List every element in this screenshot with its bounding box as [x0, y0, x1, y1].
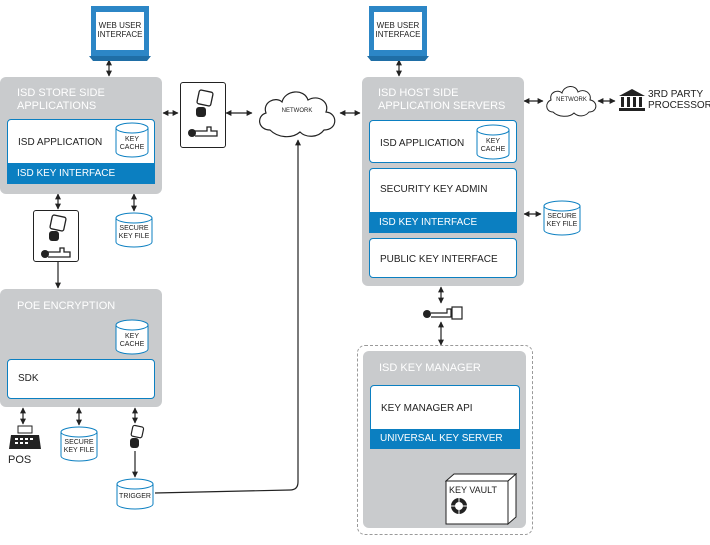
- key-lock-icon: [188, 89, 218, 137]
- key-cache-host: KEY CACHE: [475, 124, 511, 160]
- key-card-store-poe: [33, 210, 79, 262]
- web-ui-monitor-store: WEB USER INTERFACE: [89, 4, 151, 62]
- database-icon: [60, 426, 98, 462]
- secure-key-file-store: SECURE KEY FILE: [114, 212, 154, 248]
- network-cloud-center: NETWORK: [252, 82, 342, 142]
- database-icon: [476, 124, 510, 160]
- third-party-processor-label: 3RD PARTY PROCESSOR: [648, 89, 710, 111]
- cloud-icon: [259, 91, 336, 138]
- key-vault-label: KEY VAULT: [449, 485, 498, 495]
- isd-key-interface-bar-store: ISD KEY INTERFACE: [7, 163, 155, 184]
- key-icon: [423, 306, 463, 320]
- trigger-label: TRIGGER: [119, 493, 151, 500]
- key-cache-label-host: KEY CACHE: [480, 138, 506, 153]
- key-card-store-network: [180, 82, 226, 148]
- database-icon: [115, 122, 149, 158]
- cloud-icon: [546, 86, 597, 117]
- secure-key-file-label-poe: SECURE KEY FILE: [63, 439, 95, 454]
- store-side-panel: ISD STORE SIDE APPLICATIONS ISD APPLICAT…: [0, 77, 162, 194]
- sdk-label: SDK: [18, 373, 39, 384]
- poe-encryption-panel: POE ENCRYPTION KEY CACHE SDK: [0, 289, 162, 407]
- pos-terminal-icon: [9, 425, 41, 449]
- key-manager-title: ISD KEY MANAGER: [379, 362, 481, 374]
- bank-icon: [619, 89, 645, 111]
- network-cloud-right: NETWORK: [543, 80, 600, 120]
- host-side-title: ISD HOST SIDE APPLICATION SERVERS: [378, 87, 506, 112]
- key-cache-label-store: KEY CACHE: [119, 136, 145, 151]
- database-icon: [115, 319, 149, 355]
- universal-key-server-bar: UNIVERSAL KEY SERVER: [370, 429, 520, 449]
- key-cache-store: KEY CACHE: [114, 122, 150, 158]
- key-icon: [130, 424, 145, 448]
- store-side-title: ISD STORE SIDE APPLICATIONS: [17, 87, 105, 112]
- isd-application-label-store: ISD APPLICATION: [18, 137, 103, 148]
- public-key-interface-label: PUBLIC KEY INTERFACE: [380, 254, 498, 265]
- database-icon: [116, 478, 154, 510]
- key-manager-panel: ISD KEY MANAGER KEY MANAGER API UNIVERSA…: [363, 351, 526, 528]
- trigger-db: TRIGGER: [115, 478, 155, 510]
- key-cache-label-poe: KEY CACHE: [119, 333, 145, 348]
- safe-icon: [444, 472, 518, 526]
- key-cache-poe: KEY CACHE: [114, 319, 150, 355]
- network-label-right: NETWORK: [556, 97, 587, 103]
- monitor-icon: [367, 6, 429, 61]
- web-ui-monitor-host: WEB USER INTERFACE: [367, 4, 429, 62]
- security-key-admin-label: SECURITY KEY ADMIN: [380, 184, 488, 195]
- network-label-center: NETWORK: [281, 108, 313, 114]
- pos-label: POS: [8, 454, 32, 466]
- web-ui-label-store: WEB USER INTERFACE: [97, 21, 143, 39]
- secure-key-file-poe: SECURE KEY FILE: [59, 426, 99, 462]
- key-vault: KEY VAULT: [444, 472, 518, 526]
- secure-key-file-label-store: SECURE KEY FILE: [118, 225, 150, 240]
- secure-key-file-label-host: SECURE KEY FILE: [546, 213, 578, 228]
- isd-application-label-host: ISD APPLICATION: [380, 138, 465, 149]
- secure-key-file-host: SECURE KEY FILE: [542, 200, 582, 236]
- host-side-panel: ISD HOST SIDE APPLICATION SERVERS ISD AP…: [362, 77, 524, 286]
- isd-key-interface-bar-host: ISD KEY INTERFACE: [369, 212, 517, 233]
- monitor-icon: [89, 6, 151, 61]
- key-lock-icon: [41, 214, 71, 258]
- key-manager-boundary: [357, 345, 533, 535]
- key-manager-api-label: KEY MANAGER API: [381, 403, 473, 414]
- poe-encryption-title: POE ENCRYPTION: [17, 300, 116, 312]
- sdk-box: SDK: [7, 359, 155, 399]
- public-key-interface-box: PUBLIC KEY INTERFACE: [369, 238, 517, 278]
- web-ui-label-host: WEB USER INTERFACE: [375, 21, 421, 39]
- database-icon: [115, 212, 153, 248]
- database-icon: [543, 200, 581, 236]
